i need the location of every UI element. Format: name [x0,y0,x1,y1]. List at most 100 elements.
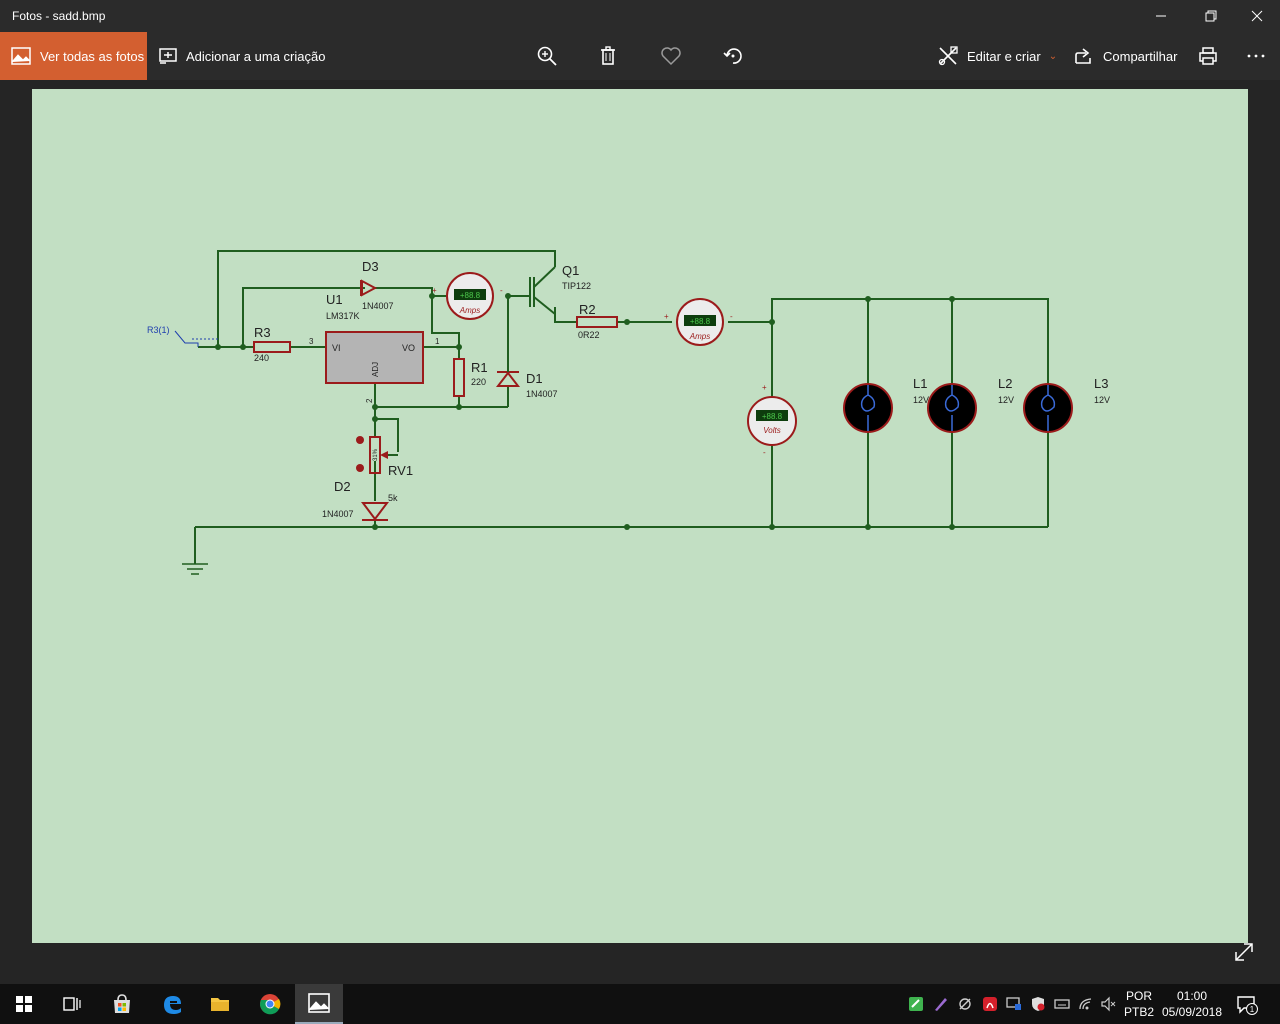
taskbar: POR PTB2 01:00 05/09/2018 1 [0,984,1280,1024]
d1-ref: D1 [526,371,543,386]
wifi-icon[interactable] [1076,994,1096,1014]
r1-ref: R1 [471,360,488,375]
window-title: Fotos - sadd.bmp [12,9,106,23]
voltmeter-plus: + [762,383,767,392]
edit-create-label: Editar e criar [967,48,1041,64]
ammeter-2 [676,298,724,346]
l1-value: 12V [913,395,929,405]
restore-button[interactable] [1188,0,1234,32]
rv1-value: 5k [388,493,398,503]
q1-part: TIP122 [562,281,591,291]
add-to-creation-button[interactable]: Adicionar a uma criação [158,32,325,80]
store-app[interactable] [98,984,146,1024]
schematic-image[interactable]: R3(1) R3 240 U1 LM317K VI VO ADJ 3 1 2 D… [32,89,1248,943]
chrome-app[interactable] [246,984,294,1024]
input-language[interactable]: POR PTB2 [1124,988,1154,1020]
ammeter-1 [446,272,494,320]
voltmeter [747,396,797,446]
u1-vi: VI [332,343,341,353]
q1-ref: Q1 [562,263,579,278]
edit-create-icon [938,46,958,66]
diode-d3 [360,279,378,297]
u1-adj: ADJ [371,362,380,377]
photo-viewer: R3(1) R3 240 U1 LM317K VI VO ADJ 3 1 2 D… [0,80,1280,984]
u1-pin2: 2 [365,398,374,403]
photos-app[interactable] [295,984,343,1024]
rv1-percent: 31% [373,448,379,461]
store-icon [114,994,130,1013]
clock-time: 01:00 [1176,989,1208,1003]
photos-app-icon [308,993,330,1013]
d1-part: 1N4007 [526,389,558,399]
rv1-ref: RV1 [388,463,413,478]
lamp-l1 [843,383,893,433]
add-creation-icon [159,48,177,64]
voltmeter-label: Volts [763,426,781,435]
ammeter-1-minus: - [500,286,503,295]
language-code: POR [1126,989,1153,1003]
d2-part: 1N4007 [322,509,354,519]
voltmeter-reading: +88.8 [762,412,783,421]
notification-center-button[interactable]: 1 [1236,994,1258,1016]
view-all-label: Ver todas as fotos [40,48,145,64]
tray-monitor-icon[interactable] [1004,994,1024,1014]
share-icon [1075,48,1091,64]
notification-count: 1 [1250,1005,1255,1014]
minimize-button[interactable] [1138,0,1184,32]
u1-vo: VO [402,343,415,353]
chrome-icon [260,994,281,1015]
edge-app[interactable] [148,984,196,1024]
add-to-creation-label: Adicionar a uma criação [186,48,326,64]
resistor-r1 [453,358,465,397]
more-options-icon[interactable] [1244,44,1268,68]
regulator-u1 [325,331,424,384]
u1-ref: U1 [326,292,343,307]
fullscreen-expand-icon[interactable] [1232,940,1256,964]
tray-satellite-icon[interactable] [955,994,975,1014]
zoom-icon[interactable] [535,44,559,68]
input-net-label: R3(1) [147,325,170,335]
rotate-icon[interactable] [721,44,745,68]
folder-icon [211,998,229,1011]
file-explorer-app[interactable] [196,984,244,1024]
favorite-heart-icon[interactable] [659,44,683,68]
schematic-drawing: R3(1) R3 240 U1 LM317K VI VO ADJ 3 1 2 D… [147,250,1110,575]
edge-icon [164,996,181,1014]
u1-part: LM317K [326,311,360,321]
u1-pin3: 3 [309,337,314,346]
ammeter-1-label: Amps [459,306,480,315]
task-view-button[interactable] [48,984,96,1024]
ammeter-2-label: Amps [689,332,710,341]
view-all-photos-button[interactable]: Ver todas as fotos [0,32,147,80]
potentiometer-rv1 [356,436,398,474]
edit-and-create-button[interactable]: Editar e criar ⌄ [937,32,1057,80]
ammeter-1-plus: + [432,286,437,295]
volume-muted-icon[interactable] [1098,994,1118,1014]
r3-value: 240 [254,353,269,363]
l1-ref: L1 [913,376,927,391]
close-button[interactable] [1234,0,1280,32]
clock[interactable]: 01:00 05/09/2018 [1160,988,1224,1020]
tray-app-green-icon[interactable] [906,994,926,1014]
r3-ref: R3 [254,325,271,340]
diode-d1 [495,361,521,387]
print-icon[interactable] [1196,44,1220,68]
junction-dots [215,293,955,530]
start-button[interactable] [0,984,48,1024]
resistor-r3 [253,341,291,353]
l2-ref: L2 [998,376,1012,391]
lamp-l3 [1023,383,1073,433]
delete-icon[interactable] [596,44,620,68]
clock-date: 05/09/2018 [1161,1005,1223,1019]
d2-ref: D2 [334,479,351,494]
tray-shield-icon[interactable] [1028,994,1048,1014]
title-bar: Fotos - sadd.bmp [0,0,1280,32]
ground-symbol [182,563,208,575]
tray-adobe-icon[interactable] [980,994,1000,1014]
tray-keyboard-icon[interactable] [1052,994,1072,1014]
ammeter-2-minus: - [730,312,733,321]
share-label: Compartilhar [1103,48,1178,64]
d3-part: 1N4007 [362,301,394,311]
share-button[interactable]: Compartilhar [1073,32,1177,80]
tray-pen-icon[interactable] [931,994,951,1014]
